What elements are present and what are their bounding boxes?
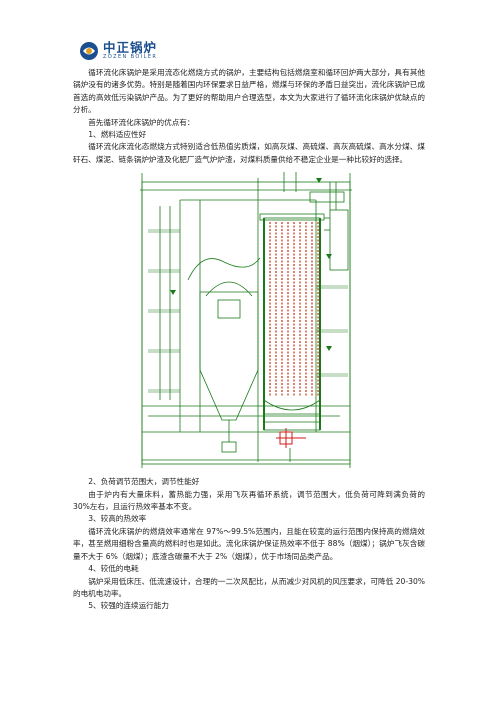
power-consumption-text: 锅炉采用低床压、低流速设计，合理的一二次风配比，从而减少对风机的风压要求，可降低… <box>73 576 425 598</box>
heading-continuous-operation: 5、较强的连续运行能力 <box>88 601 169 611</box>
logo-name-cn: 中正锅炉 <box>103 39 158 55</box>
fuel-adaptability-text: 循环流化床流化态燃烧方式特别适合低热值劣质煤，如高灰煤、高硫煤、高灰高硫煤、高水… <box>73 142 425 164</box>
heading-thermal-efficiency: 3、较高的热效率 <box>88 514 147 524</box>
heading-load-regulation: 2、负荷调节范围大，调节性能好 <box>88 477 200 487</box>
company-logo: 中正锅炉 ZOZEN BOILER <box>79 39 157 63</box>
thermal-efficiency-text: 循环流化床锅炉的燃烧效率通常在 97%～99.5%范围内，且能在较宽的运行范围内… <box>73 526 425 561</box>
heading-fuel-adaptability: 1、燃料适应性好 <box>88 130 147 140</box>
article-body: 循环流化床锅炉是采用流态化燃烧方式的锅炉，主要结构包括燃烧室和循环回炉两大部分，… <box>73 67 425 613</box>
boiler-diagram <box>73 170 425 472</box>
intro-paragraph: 循环流化床锅炉是采用流态化燃烧方式的锅炉，主要结构包括燃烧室和循环回炉两大部分，… <box>73 68 425 115</box>
heading-power-consumption: 4、较低的电耗 <box>88 564 139 574</box>
logo-emblem-icon <box>80 42 98 60</box>
advantages-lead: 首先循环流化床锅炉的优点有： <box>88 117 195 127</box>
logo-name-en: ZOZEN BOILER <box>103 54 158 61</box>
boiler-structure-drawing <box>140 172 352 469</box>
load-regulation-text: 由于炉内有大量床料，蓄热能力强，采用飞灰再循环系统，调节范围大，低负荷可降到满负… <box>73 489 425 512</box>
